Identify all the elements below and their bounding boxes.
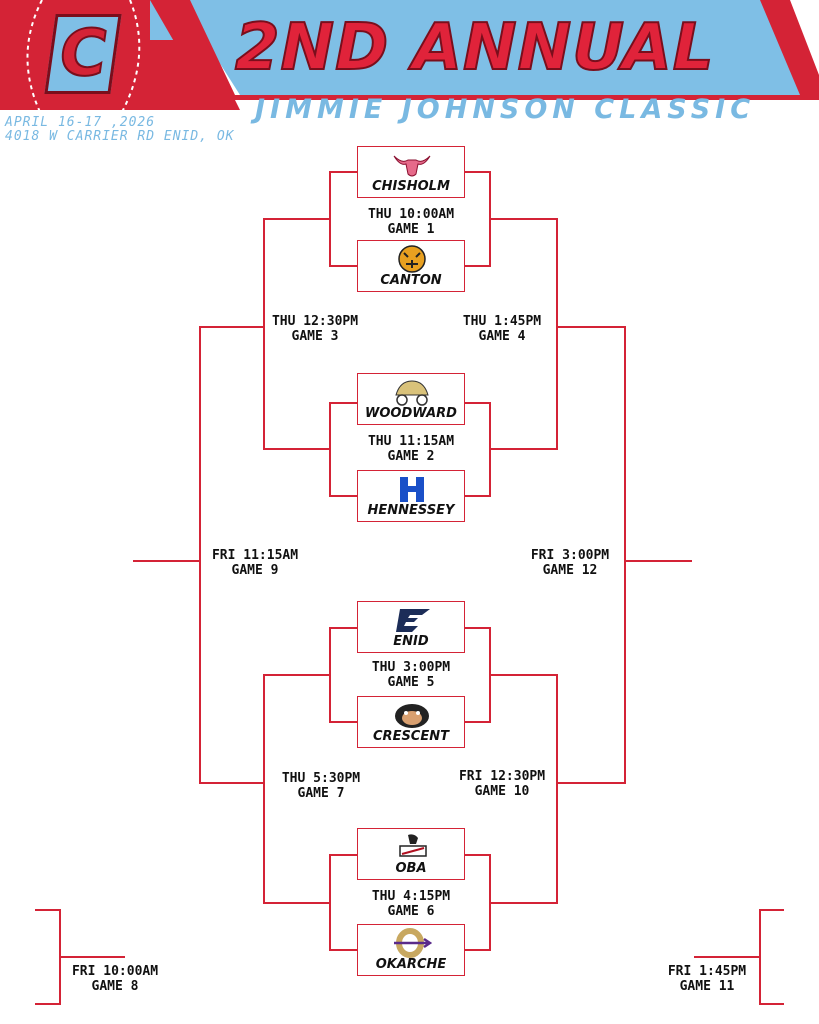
team-enid: ENID [357, 601, 465, 653]
game-6-label: THU 4:15PM GAME 6 [351, 889, 471, 919]
team-crescent: CRESCENT [357, 696, 465, 748]
line-g3 [263, 218, 330, 450]
game-time: THU 4:15PM [371, 889, 451, 904]
game-number: GAME 4 [478, 329, 526, 344]
team-name: CHISHOLM [372, 179, 450, 194]
line-g12 [557, 326, 626, 784]
team-name: CANTON [380, 273, 442, 288]
game-time: FRI 10:00AM [71, 964, 159, 979]
game-time: FRI 11:15AM [211, 548, 299, 563]
game-number: GAME 6 [387, 904, 435, 919]
red-stripe-right [760, 0, 819, 95]
game-time: FRI 12:30PM [458, 769, 546, 784]
game-2-label: THU 11:15AM GAME 2 [351, 434, 471, 464]
tiger-head-logo-icon [395, 704, 429, 728]
trojan-logo-icon [399, 834, 427, 857]
game-11-label: FRI 1:45PM GAME 11 [647, 964, 767, 994]
team-oba: OBA [357, 828, 465, 880]
game-time: THU 11:15AM [367, 434, 455, 449]
game-time: FRI 1:45PM [667, 964, 747, 979]
game-7-label: THU 5:30PM GAME 7 [261, 771, 381, 801]
game-number: GAME 3 [291, 329, 339, 344]
game-time: THU 3:00PM [371, 660, 451, 675]
game-number: GAME 11 [679, 979, 735, 994]
team-name: OKARCHE [375, 957, 447, 972]
game-5-label: THU 3:00PM GAME 5 [351, 660, 471, 690]
game-8-label: FRI 10:00AM GAME 8 [55, 964, 175, 994]
event-date: APRIL 16-17 ,2026 [5, 115, 156, 130]
team-okarche: OKARCHE [357, 924, 465, 976]
line-g10 [490, 674, 558, 904]
team-woodward: WOODWARD [357, 373, 465, 425]
o-arrow-logo-icon [394, 928, 432, 958]
game-number: GAME 9 [231, 563, 279, 578]
line-g9 [199, 326, 264, 784]
covered-wagon-logo-icon [395, 380, 429, 406]
game-time: THU 10:00AM [367, 207, 455, 222]
event-title: 2ND ANNUAL [234, 11, 715, 85]
stitch-right [121, 0, 141, 113]
game-time: THU 1:45PM [462, 314, 542, 329]
game-number: GAME 8 [91, 979, 139, 994]
game-9-label: FRI 11:15AM GAME 9 [195, 548, 315, 578]
red-underline [210, 95, 819, 100]
h-letter-logo-icon [400, 477, 424, 502]
game-time: FRI 3:00PM [530, 548, 610, 563]
game-number: GAME 12 [542, 563, 598, 578]
team-canton: CANTON [357, 240, 465, 292]
game-number: GAME 2 [387, 449, 435, 464]
stitch-left [26, 0, 43, 113]
game-number: GAME 7 [297, 786, 345, 801]
team-name: WOODWARD [365, 406, 457, 421]
team-chisholm: CHISHOLM [357, 146, 465, 198]
team-name: ENID [393, 634, 429, 649]
tiger-logo-icon [398, 245, 426, 273]
event-subtitle: JIMMIE JOHNSON CLASSIC [255, 94, 756, 125]
game-number: GAME 5 [387, 675, 435, 690]
team-name: HENNESSEY [367, 503, 455, 518]
event-address: 4018 W CARRIER RD ENID, OK [5, 129, 235, 144]
team-name: CRESCENT [373, 729, 449, 744]
title-bar-shape [150, 0, 819, 95]
team-name: OBA [395, 861, 427, 876]
e-letter-logo-icon [396, 609, 430, 632]
team-hennessey: HENNESSEY [357, 470, 465, 522]
game-10-label: FRI 12:30PM GAME 10 [442, 769, 562, 799]
game-number: GAME 10 [474, 784, 530, 799]
game-12-label: FRI 3:00PM GAME 12 [510, 548, 630, 578]
game-time: THU 12:30PM [271, 314, 359, 329]
game-4-label: THU 1:45PM GAME 4 [442, 314, 562, 344]
line-g4 [490, 218, 558, 450]
game-time: THU 5:30PM [281, 771, 361, 786]
line-g7 [263, 674, 330, 904]
game-3-label: THU 12:30PM GAME 3 [255, 314, 375, 344]
game-1-label: THU 10:00AM GAME 1 [351, 207, 471, 237]
game-number: GAME 1 [387, 222, 435, 237]
longhorn-logo-icon [393, 155, 431, 177]
